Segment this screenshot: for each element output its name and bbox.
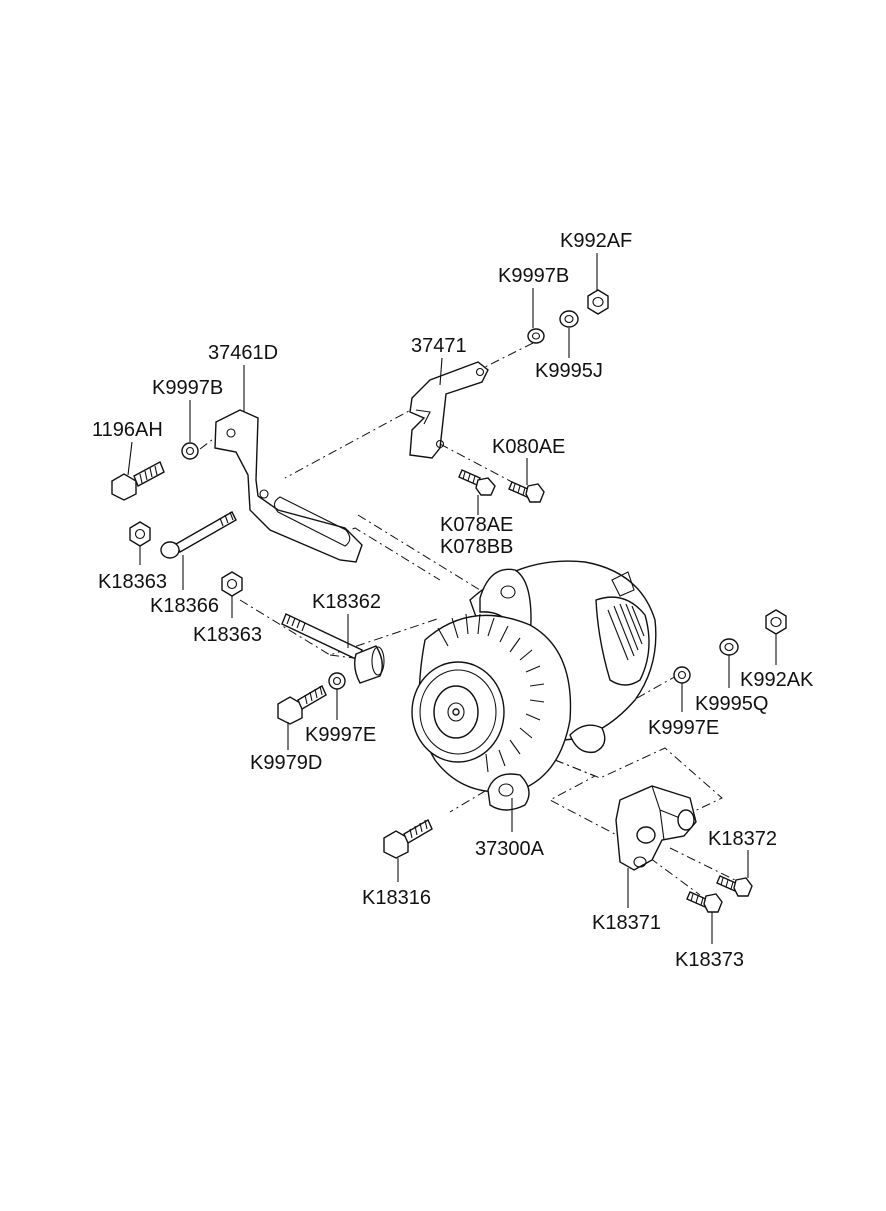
label-k18362[interactable]: K18362 [312, 591, 381, 613]
label-k078ae[interactable]: K078AE [440, 514, 513, 536]
label-1196ah[interactable]: 1196AH [92, 419, 163, 441]
label-37461d[interactable]: 37461D [208, 342, 278, 364]
washer-k9995j[interactable] [559, 310, 579, 328]
nut-k18363-lower[interactable] [221, 571, 243, 597]
bolt-1196ah[interactable] [111, 461, 165, 501]
label-k9997b-left[interactable]: K9997B [152, 377, 223, 399]
label-k9997e-left[interactable]: K9997E [305, 724, 376, 746]
stud-k18362[interactable] [281, 613, 385, 684]
label-k18372[interactable]: K18372 [708, 828, 777, 850]
alternator-37300a[interactable] [411, 560, 657, 811]
label-k18371[interactable]: K18371 [592, 912, 661, 934]
spring-washer-k9997e-left[interactable] [328, 672, 346, 690]
bracket-37471[interactable] [409, 361, 489, 459]
part-labels: K992AF K9997B K9995J 37471 37461D K9997B… [92, 230, 814, 971]
bolt-k18372[interactable] [716, 875, 753, 897]
nut-k992ak[interactable] [765, 609, 787, 635]
spring-washer-k9997e-right[interactable] [673, 666, 691, 684]
bolt-k18373[interactable] [686, 891, 723, 913]
nut-k992af[interactable] [587, 289, 609, 315]
label-k9979d[interactable]: K9979D [250, 752, 322, 774]
label-k9997b-top[interactable]: K9997B [498, 265, 569, 287]
label-k992ak[interactable]: K992AK [740, 669, 814, 691]
washer-k9995q[interactable] [719, 638, 739, 656]
label-k18373[interactable]: K18373 [675, 949, 744, 971]
label-k18366[interactable]: K18366 [150, 595, 219, 617]
label-k078bb[interactable]: K078BB [440, 536, 513, 558]
label-k080ae[interactable]: K080AE [492, 436, 565, 458]
bolt-k18316[interactable] [383, 819, 433, 859]
spring-washer-k9997b-top[interactable] [527, 328, 545, 344]
label-k992af[interactable]: K992AF [560, 230, 632, 252]
bolt-k080ae[interactable] [508, 481, 545, 503]
label-k18363-lower[interactable]: K18363 [193, 624, 262, 646]
leader-lines [127, 253, 777, 944]
bolt-k9979d[interactable] [277, 685, 327, 725]
label-k18316[interactable]: K18316 [362, 887, 431, 909]
spring-washer-k9997b-left[interactable] [181, 442, 199, 460]
adjusting-bracket-37461d[interactable] [214, 409, 363, 563]
through-bolt-k18366[interactable] [160, 511, 237, 559]
nut-k18363-upper[interactable] [129, 521, 151, 547]
label-37471[interactable]: 37471 [411, 335, 467, 357]
label-37300a[interactable]: 37300A [475, 838, 545, 860]
label-k9995j[interactable]: K9995J [535, 360, 603, 382]
bolt-k078ae[interactable] [458, 469, 496, 496]
label-k9995q[interactable]: K9995Q [695, 693, 768, 715]
label-k18363-upper[interactable]: K18363 [98, 571, 167, 593]
label-k9997e-right[interactable]: K9997E [648, 717, 719, 739]
bracket-k18371[interactable] [615, 785, 697, 871]
